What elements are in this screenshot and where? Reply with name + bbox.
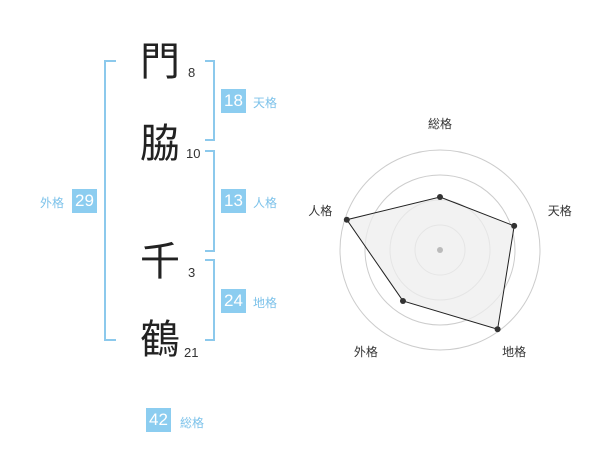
jinkaku-bracket (205, 150, 215, 252)
name-char-2: 脇 (140, 121, 180, 167)
tenkaku-value-badge: 18 (221, 89, 246, 113)
gaikaku-bracket (104, 60, 116, 341)
radar-point-5 (343, 216, 350, 223)
stroke-count-1: 8 (188, 65, 196, 80)
radar-grid-ring (364, 174, 516, 326)
soukaku-label: 総格 (180, 416, 205, 430)
radar-axis-label-1: 総格 (428, 116, 452, 131)
jinkaku-value-badge: 13 (221, 189, 246, 213)
gaikaku-value-badge: 29 (72, 189, 97, 213)
radar-point-1 (437, 194, 443, 200)
radar-axis-label-4: 外格 (354, 344, 378, 359)
name-char-4: 鶴 (140, 317, 180, 363)
stroke-count-3: 3 (188, 265, 196, 280)
soukaku-value-badge: 42 (146, 408, 171, 432)
gaikaku-label: 外格 (40, 196, 65, 210)
radar-axis-label-3: 地格 (502, 344, 526, 359)
radar-points (343, 194, 518, 333)
stroke-count-2: 10 (186, 146, 201, 161)
jinkaku-label: 人格 (253, 196, 278, 210)
radar-axis-label-2: 天格 (548, 203, 572, 218)
chikaku-bracket (205, 259, 215, 341)
radar-grid-ring (339, 149, 541, 351)
tenkaku-label: 天格 (253, 96, 278, 110)
name-char-3: 千 (140, 239, 180, 285)
radar-point-2 (511, 222, 518, 229)
name-char-1: 門 (140, 39, 180, 85)
radar-point-4 (399, 297, 406, 304)
radar-center-dot (437, 247, 443, 253)
chikaku-value-badge: 24 (221, 289, 246, 313)
radar-area (345, 196, 515, 330)
tenkaku-bracket (205, 60, 215, 141)
radar-point-3 (494, 326, 501, 333)
chikaku-label: 地格 (253, 296, 278, 310)
stroke-count-4: 21 (184, 345, 199, 360)
radar-axis-label-5: 人格 (308, 203, 332, 218)
